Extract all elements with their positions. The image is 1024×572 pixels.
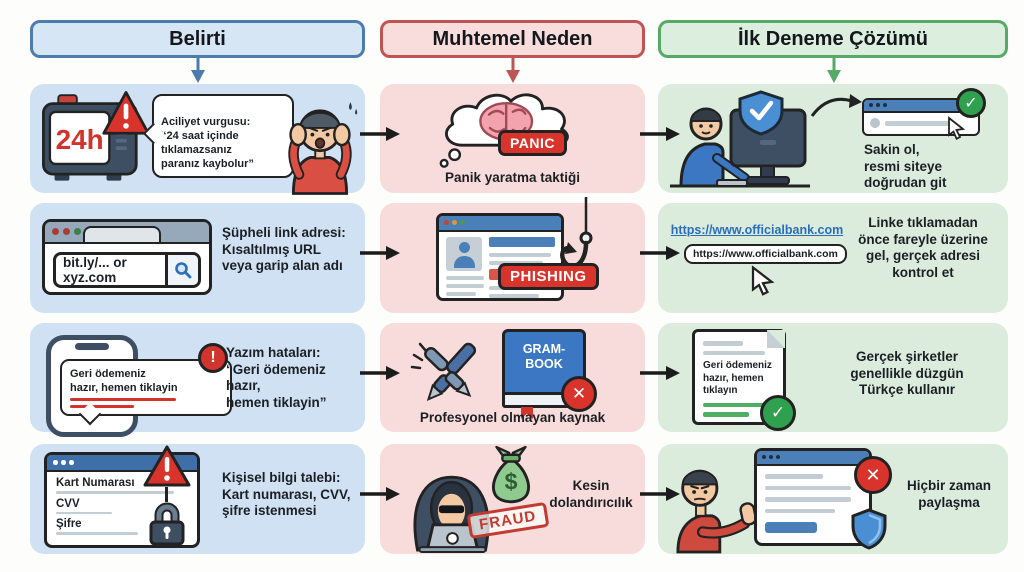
red-underline [70,404,134,408]
shield-check-icon [738,90,784,136]
flow-arrow [640,127,680,141]
cell-solution-proper-turkish: Geri ödemeniz hazır, hemen tıklayın ✓ Ge… [658,323,1008,432]
url-text: bit.ly/... or xyz.com [63,255,127,285]
cell-cause-panic: PANIC Panik yaratma taktiği [380,84,645,193]
broken-pens-icon [410,342,477,402]
down-arrow-icon [827,57,841,83]
dollar-symbol: $ [505,468,518,494]
cause-text: Kesin dolandırıcılık [549,478,633,510]
flow-arrow [640,246,680,260]
stop-gesture-person-icon [676,469,757,554]
error-x-icon: ✕ [561,376,597,412]
cell-solution-stay-calm: ✓ Sakin ol, resmi siteye doğrudan git [658,84,1008,193]
flow-arrow [360,487,400,501]
alarm-clock-24h-icon: 24h [42,91,150,181]
flow-arrow [640,366,680,380]
warning-triangle-icon [102,91,150,135]
shield-icon [851,508,887,550]
clock-time-label: 24h [56,124,104,155]
credentials-form-illustration: Kart Numarası CVV Şifre [44,452,200,548]
column-header-belirti: Belirti [30,20,365,58]
solution-text: Linke tıklamadan önce fareyle üzerine ge… [858,215,988,281]
sms-message-text: Geri ödemeniz hazır, hemen tiklayin [70,368,178,395]
form-field-label: Şifre [56,518,82,530]
error-x-icon: ✕ [854,456,892,494]
book-label: GRAM- BOOK [522,342,566,371]
worried-person-icon [288,102,358,195]
urgency-speech-bubble: Aciliyet vurgusu: “24 saat içinde tıklam… [152,94,294,179]
column-header-label: Belirti [169,27,226,50]
flow-arrow [360,246,400,260]
cause-caption: Panik yaratma taktiği [444,170,581,185]
down-arrow-icon [191,57,205,83]
solution-text: Sakin ol, resmi siteye doğrudan git [864,142,947,191]
warning-exclamation-icon: ! [198,343,228,373]
cell-solution-hover-link: https://www.officialbank.com https://www… [658,203,1008,313]
browser-tab [83,226,161,242]
official-bank-link: https://www.officialbank.com [670,223,844,237]
cell-symptom-typos: Geri ödemeniz hazır, hemen tiklayin ! Ya… [30,323,365,437]
thought-cloud-brain-icon [439,93,569,168]
link-preview-tooltip: https://www.officialbank.com [684,244,847,264]
cursor-icon [948,116,966,141]
profile-photo-placeholder [446,237,482,271]
flow-arrow [360,366,400,380]
grammar-book-icon: GRAM- BOOK ✕ [502,329,597,419]
success-check-icon: ✓ [760,395,796,431]
symptom-text: Yazım hataları: “Geri ödemeniz hazır, he… [226,345,327,411]
search-icon [165,255,198,285]
padlock-icon [149,502,185,546]
symptom-text: Şüpheli link adresi: Kısaltılmış URL vey… [222,225,346,274]
phishing-badge: PHISHING [498,263,599,290]
cell-solution-never-share: ✕ Hiçbir zaman paylaşma [658,444,1008,554]
success-check-icon: ✓ [956,88,986,118]
cell-symptom-urgency: 24h Aciliyet vurgusu: “24 saat içinde tı… [30,84,365,195]
cell-cause-phishing: PHISHING [380,197,645,313]
fishing-hook-icon [560,197,593,269]
cell-cause-unprofessional: GRAM- BOOK ✕ Profesyonel olmayan kaynak [380,323,645,432]
cell-symptom-suspicious-link: bit.ly/... or xyz.com Şüpheli link adres… [30,203,365,313]
solution-text: Hiçbir zaman paylaşma [906,478,992,510]
browser-url-bar-illustration: bit.ly/... or xyz.com [42,219,212,295]
folded-corner [767,330,785,348]
column-header-label: Muhtemel Neden [432,27,593,50]
form-field-label: Kart Numarası [56,477,135,489]
panic-badge: PANIC [498,130,568,156]
money-bag-icon: $ [492,445,530,504]
column-header-label: İlk Deneme Çözümü [737,27,929,50]
cursor-icon [751,265,775,296]
bookmark-ribbon [521,407,533,419]
curved-arrow-icon [810,94,862,117]
person-at-computer-icon [670,90,810,188]
warning-triangle-icon [143,445,191,487]
cause-caption: Profesyonel olmayan kaynak [419,410,606,425]
column-header-muhtemel-neden: Muhtemel Neden [380,20,645,58]
symptom-text: Kişisel bilgi talebi: Kart numarası, CVV… [222,470,351,519]
connector-line [165,487,168,502]
flow-arrow [360,127,400,141]
document-illustration: Geri ödemeniz hazır, hemen tıklayın ✓ [692,329,796,431]
red-underline [70,397,176,401]
cell-cause-fraud: $ FRAUD Kesin dolandırıcılık [380,444,645,554]
url-input: bit.ly/... or xyz.com [53,252,201,288]
cell-symptom-personal-info: Kart Numarası CVV Şifre Kişisel bilgi ta… [30,444,365,554]
down-arrow-icon [506,57,520,83]
form-field-label: CVV [56,497,80,510]
document-text: Geri ödemeniz hazır, hemen tıklayın [703,360,772,396]
urgency-bubble-text: Aciliyet vurgusu: “24 saat içinde tıklam… [161,116,254,171]
column-header-ilk-deneme-cozumu: İlk Deneme Çözümü [658,20,1008,58]
solution-text: Gerçek şirketler genellikle düzgün Türkç… [850,349,964,398]
flow-arrow [640,487,680,501]
